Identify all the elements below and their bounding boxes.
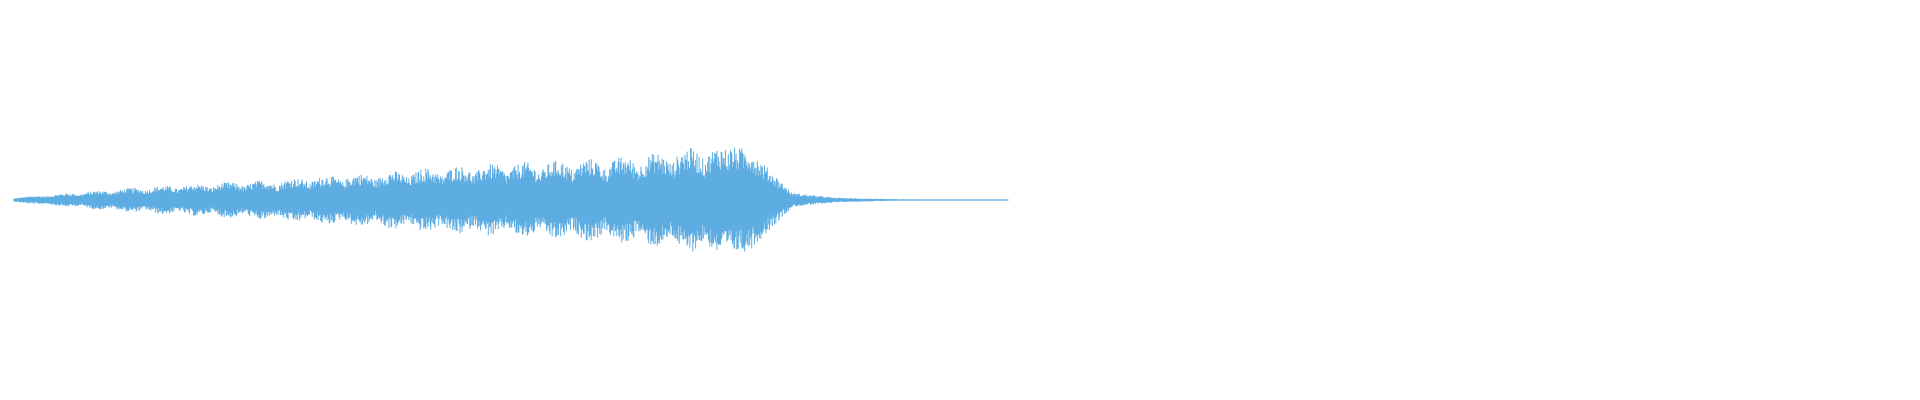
waveform-trace <box>13 147 1009 252</box>
